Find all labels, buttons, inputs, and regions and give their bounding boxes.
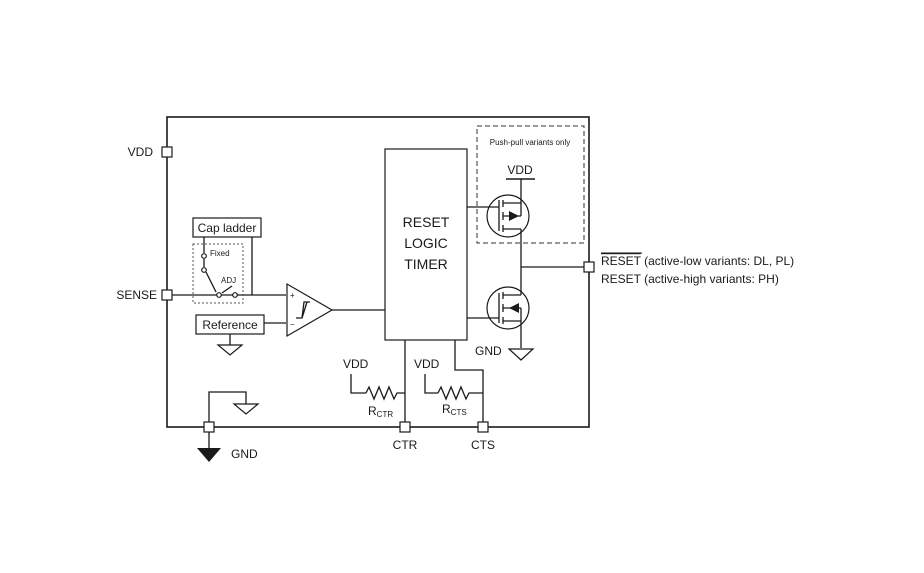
- resistor-cts: [437, 385, 483, 401]
- ctr-pin-label: CTR: [393, 438, 418, 452]
- reset-bar-text: RESET: [601, 254, 642, 268]
- cts-pin-label: CTS: [471, 438, 495, 452]
- switch-fixed-label: Fixed: [210, 249, 230, 258]
- reset-pin: RESET (active-low variants: DL, PL) RESE…: [583, 252, 794, 286]
- reset-bar-note: (active-low variants: DL, PL): [641, 254, 794, 268]
- sense-pin: SENSE: [116, 288, 173, 302]
- switch-adj-label: ADJ: [221, 276, 236, 285]
- comparator-minus: −: [290, 320, 295, 329]
- reference-ground-icon: [216, 344, 244, 356]
- vdd-pin-label: VDD: [128, 145, 154, 159]
- cap-ladder-label: Cap ladder: [198, 221, 257, 235]
- gnd-fet-label: GND: [475, 344, 502, 358]
- selector-switch-box: [192, 243, 244, 304]
- high-side-mosfet: [467, 179, 530, 267]
- fet-ground-icon: [507, 348, 535, 361]
- gnd-pin-ground-symbol: [197, 448, 221, 462]
- vdd-pin: VDD: [128, 145, 173, 159]
- logic-line2: LOGIC: [404, 235, 448, 251]
- logic-line3: TIMER: [404, 256, 448, 272]
- comparator: + −: [286, 282, 334, 338]
- comparator-plus: +: [290, 291, 295, 300]
- reset-high-label: RESET (active-high variants: PH): [601, 272, 779, 286]
- vdd-ctr-label: VDD: [343, 357, 369, 371]
- logic-line1: RESET: [403, 214, 450, 230]
- resistor-ctr: [365, 385, 405, 401]
- gnd-pin: GND: [197, 421, 258, 462]
- push-pull-note: Push-pull variants only: [490, 138, 570, 147]
- cts-wire: [454, 340, 484, 422]
- vdd-cts-label: VDD: [414, 357, 440, 371]
- hysteresis-icon: [296, 301, 310, 319]
- cap-ladder-block: [192, 217, 262, 238]
- internal-ground: [208, 391, 260, 422]
- r-ctr-label: RCTR: [368, 404, 393, 419]
- reference-label: Reference: [202, 318, 258, 332]
- r-cts-label: RCTS: [442, 402, 467, 417]
- vdd-top-label: VDD: [507, 163, 533, 177]
- sense-pin-label: SENSE: [116, 288, 157, 302]
- low-side-mosfet: [467, 267, 530, 348]
- reset-bar-label: RESET (active-low variants: DL, PL): [601, 254, 794, 268]
- gnd-pin-label: GND: [231, 447, 258, 461]
- selector-switch: [201, 237, 238, 298]
- reset-logic-timer-block: [384, 148, 468, 341]
